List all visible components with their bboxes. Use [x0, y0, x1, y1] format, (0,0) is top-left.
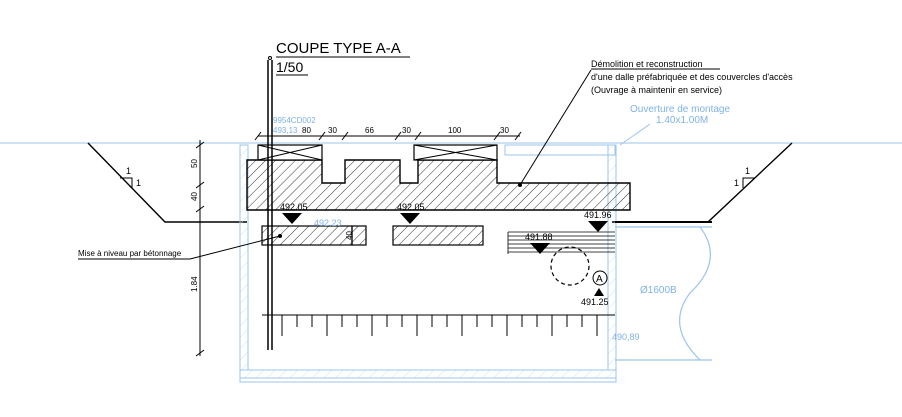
blue-frame-right [504, 144, 616, 156]
access-cover-right [413, 144, 498, 161]
drawing-scale: 1/50 [276, 59, 303, 75]
ladder [267, 56, 273, 350]
note-line3: (Ouvrage à maintenir en service) [591, 85, 722, 95]
fill-lines [507, 231, 615, 254]
slab [246, 159, 631, 211]
beam-left [261, 225, 353, 246]
opening-size: 1.40x1.00M [656, 115, 708, 126]
section-marker: A [592, 270, 608, 286]
svg-text:1: 1 [745, 166, 750, 176]
beam-small [351, 225, 367, 246]
dim-50: 50 [190, 159, 199, 168]
svg-text:491.25: 491.25 [581, 297, 609, 307]
svg-text:492.05: 492.05 [280, 202, 308, 212]
level-marker-2: 492.05 [397, 202, 425, 224]
opening-label: Ouverture de montage [630, 104, 730, 115]
dashed-circle [550, 246, 590, 286]
svg-text:1: 1 [126, 166, 131, 176]
svg-text:491.96: 491.96 [584, 210, 612, 220]
slope-mark-right: 1 1 [734, 166, 755, 188]
dim-30c: 30 [500, 126, 509, 135]
dim-40: 40 [190, 192, 199, 201]
note-line2: d'une dalle préfabriquée et des couvercl… [591, 72, 793, 82]
level-blue-2: 490,89 [612, 332, 640, 342]
level-blue-1: 492,23 [314, 218, 342, 228]
beam-middle [392, 225, 484, 246]
dim-small: 40 [345, 231, 354, 240]
leveling-note: Mise à niveau par bétonnage [78, 249, 182, 258]
level-marker-3: 491.96 [584, 210, 612, 232]
left-dimension [195, 140, 205, 357]
trench-left [87, 142, 247, 223]
pipe-diameter: Ø1600B [640, 285, 677, 296]
note-line1: Démolition et reconstruction [591, 59, 703, 69]
level-marker-5: 491.25 [581, 288, 609, 307]
reference-level: 493,13 [273, 126, 298, 135]
dim-66: 66 [365, 126, 374, 135]
dim-30a: 30 [328, 126, 337, 135]
top-dimension [254, 131, 522, 141]
svg-text:492.05: 492.05 [397, 202, 425, 212]
level-marker-4: 491.88 [525, 232, 553, 254]
level-marker-1: 492.05 [280, 202, 308, 224]
drawing-title: COUPE TYPE A-A [276, 40, 401, 57]
svg-text:491.88: 491.88 [525, 232, 553, 242]
svg-text:1: 1 [136, 178, 141, 188]
bottom-ticks [262, 314, 615, 336]
slope-mark-left: 1 1 [120, 166, 141, 188]
reference-id: 9954CD002 [273, 116, 316, 125]
chamber-bottom [239, 377, 617, 383]
chamber-floor [239, 369, 617, 379]
dim-100: 100 [448, 126, 462, 135]
pipe [615, 221, 712, 361]
dim-80: 80 [302, 126, 311, 135]
svg-text:1: 1 [734, 178, 739, 188]
trench-right [612, 142, 793, 223]
svg-text:A: A [596, 274, 603, 285]
dim-30b: 30 [402, 126, 411, 135]
dim-184: 1.84 [190, 276, 199, 292]
